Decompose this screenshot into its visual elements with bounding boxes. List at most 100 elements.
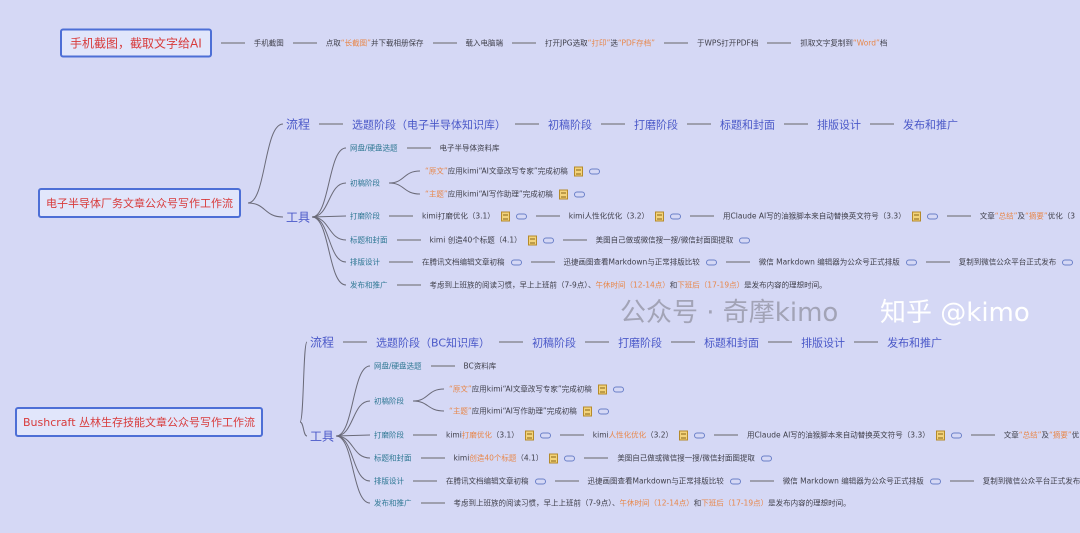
flow-stage[interactable]: 打磨阶段 [576, 334, 662, 350]
note-icon[interactable] [549, 453, 559, 463]
note-icon[interactable] [524, 430, 534, 440]
tool-item[interactable]: kimi打磨优化（3.1） [380, 211, 527, 222]
workflow2-root-node[interactable]: Bushcraft 丛林生存技能文章公众号写作工作流 [15, 407, 264, 437]
tool-category-title[interactable]: 标题和封面 [374, 453, 412, 463]
tool-item[interactable]: kimi 创造40个标题（4.1） [412, 453, 576, 464]
tool-item[interactable]: 微信 Markdown 编辑器为公众号正式排版 [741, 476, 941, 487]
flow-stage[interactable]: 标题和封面 [662, 334, 759, 350]
tool-item[interactable]: kimi人性化优化（3.2） [527, 211, 681, 222]
tool-category-title[interactable]: 标题和封面 [350, 235, 388, 245]
link-icon[interactable] [515, 213, 527, 219]
tool-item[interactable]: 复制到微信公众平台正式发布 [941, 476, 1080, 487]
capture-step[interactable]: 点取“长截图”并下载相册保存 [284, 38, 424, 49]
tool-item[interactable]: “主题”应用kimi“AI写作助理”完成初稿 [449, 406, 609, 417]
workflow1-tools-label[interactable]: 工具 [286, 210, 311, 225]
tool-item[interactable]: BC资料库 [422, 361, 497, 372]
flow-stage[interactable]: 初稿阶段 [506, 116, 592, 132]
link-icon[interactable] [510, 259, 522, 265]
tool-item[interactable]: 电子半导体资料库 [398, 143, 500, 154]
link-icon[interactable] [597, 408, 609, 414]
workflow1-flow-label[interactable]: 流程 [286, 117, 311, 132]
tool-item[interactable]: “主题”应用kimi“AI写作助理”完成初稿 [425, 189, 585, 200]
capture-step[interactable]: 打开JPG选取“打印”选“PDF存档” [503, 38, 655, 49]
tool-category-topic[interactable]: 网盘/硬盘选题 [374, 361, 422, 371]
link-icon[interactable] [588, 168, 600, 174]
flow-stage[interactable]: 标题和封面 [678, 116, 775, 132]
tool-item[interactable]: 美图自己做或微信搜一搜/微信封面图提取 [575, 453, 772, 464]
link-icon[interactable] [542, 237, 554, 243]
flow-stage[interactable]: 排版设计 [775, 116, 861, 132]
link-icon[interactable] [539, 432, 551, 438]
tool-category-draft[interactable]: 初稿阶段 [350, 178, 380, 188]
tool-category-draft[interactable]: 初稿阶段 [374, 396, 404, 406]
tool-item[interactable]: 美图自己做或微信搜一搜/微信封面图提取 [554, 235, 751, 246]
link-icon[interactable] [573, 191, 585, 197]
flow-stage[interactable]: 选题阶段（电子半导体知识库） [310, 116, 506, 132]
workflow2-flow-label[interactable]: 流程 [310, 335, 335, 350]
flow-stage[interactable]: 初稿阶段 [490, 334, 576, 350]
tool-category-layout[interactable]: 排版设计 [374, 476, 404, 486]
item-text: 在腾讯文档编辑文章初稿 [422, 257, 505, 267]
flow-stage[interactable]: 打磨阶段 [592, 116, 678, 132]
capture-step[interactable]: 抓取文字复制到“Word”档 [758, 38, 887, 49]
item-text: 抓取文字复制到 [800, 38, 853, 48]
flow-stage[interactable]: 发布和推广 [861, 116, 958, 132]
flow-stage[interactable]: 选题阶段（BC知识库） [334, 334, 490, 350]
tool-item[interactable]: 考虑到上班族的阅读习惯，早上上班前（7-9点）、午休时间（12-14点）和下班后… [388, 280, 827, 291]
link-icon[interactable] [929, 478, 941, 484]
tool-item[interactable]: 微信 Markdown 编辑器为公众号正式排版 [717, 257, 917, 268]
link-icon[interactable] [534, 478, 546, 484]
link-icon[interactable] [926, 213, 938, 219]
tool-category-layout[interactable]: 排版设计 [350, 257, 380, 267]
tool-item[interactable]: 文章“总结”及“摘要”优化（3 [938, 211, 1075, 222]
tool-category-topic[interactable]: 网盘/硬盘选题 [350, 143, 398, 153]
tool-item[interactable]: 考虑到上班族的阅读习惯，早上上班前（7-9点）、午休时间（12-14点）和下班后… [412, 498, 851, 509]
link-icon[interactable] [729, 478, 741, 484]
link-icon[interactable] [1062, 259, 1074, 265]
tool-item[interactable]: “原文”应用kimi“AI文章改写专家”完成初稿 [425, 166, 600, 177]
tool-item[interactable]: kimi 创造40个标题（4.1） [388, 235, 554, 246]
link-icon[interactable] [905, 259, 917, 265]
capture-step[interactable]: 载入电脑端 [424, 38, 504, 49]
tool-category-publish[interactable]: 发布和推广 [350, 280, 388, 290]
note-icon[interactable] [679, 430, 689, 440]
note-icon[interactable] [597, 384, 607, 394]
tool-item[interactable]: 用Claude AI写的油猴脚本来自动替换英文符号（3.3） [705, 430, 962, 441]
link-icon[interactable] [705, 259, 717, 265]
tool-category-publish[interactable]: 发布和推广 [374, 498, 412, 508]
note-icon[interactable] [935, 430, 945, 440]
flow-stage[interactable]: 发布和推广 [845, 334, 942, 350]
tool-category-polish[interactable]: 打磨阶段 [350, 211, 380, 221]
link-icon[interactable] [739, 237, 751, 243]
link-icon[interactable] [564, 455, 576, 461]
link-icon[interactable] [612, 386, 624, 392]
flow-stage[interactable]: 排版设计 [759, 334, 845, 350]
tool-item[interactable]: 用Claude AI写的油猴脚本来自动替换英文符号（3.3） [681, 211, 938, 222]
tool-item[interactable]: 迅捷画图查看Markdown与正常排版比较 [546, 476, 741, 487]
tool-item[interactable]: 复制到微信公众平台正式发布 [917, 257, 1074, 268]
note-icon[interactable] [655, 211, 664, 221]
note-icon[interactable] [500, 211, 510, 221]
tool-category-polish[interactable]: 打磨阶段 [374, 430, 404, 440]
workflow1-root-node[interactable]: 电子半导体厂务文章公众号写作工作流 [38, 188, 241, 218]
link-icon[interactable] [760, 455, 772, 461]
workflow2-tools-label[interactable]: 工具 [310, 429, 335, 444]
link-icon[interactable] [670, 213, 681, 219]
note-icon[interactable] [573, 166, 583, 176]
note-icon[interactable] [582, 406, 592, 416]
note-icon[interactable] [911, 211, 921, 221]
tool-item[interactable]: “原文”应用kimi“AI文章改写专家”完成初稿 [449, 384, 624, 395]
capture-root-node[interactable]: 手机截图，截取文字给AI [60, 28, 212, 58]
tool-item[interactable]: 在腾讯文档编辑文章初稿 [380, 257, 522, 268]
capture-step[interactable]: 于WPS打开PDF档 [655, 38, 758, 49]
note-icon[interactable] [558, 189, 568, 199]
tool-item[interactable]: 在腾讯文档编辑文章初稿 [404, 476, 546, 487]
tool-item[interactable]: 迅捷画图查看Markdown与正常排版比较 [522, 257, 717, 268]
note-icon[interactable] [527, 235, 537, 245]
link-icon[interactable] [950, 432, 962, 438]
link-icon[interactable] [694, 432, 706, 438]
tool-item[interactable]: 文章“总结”及“摘要”优 [962, 430, 1080, 441]
capture-step[interactable]: 手机截图 [212, 38, 284, 49]
